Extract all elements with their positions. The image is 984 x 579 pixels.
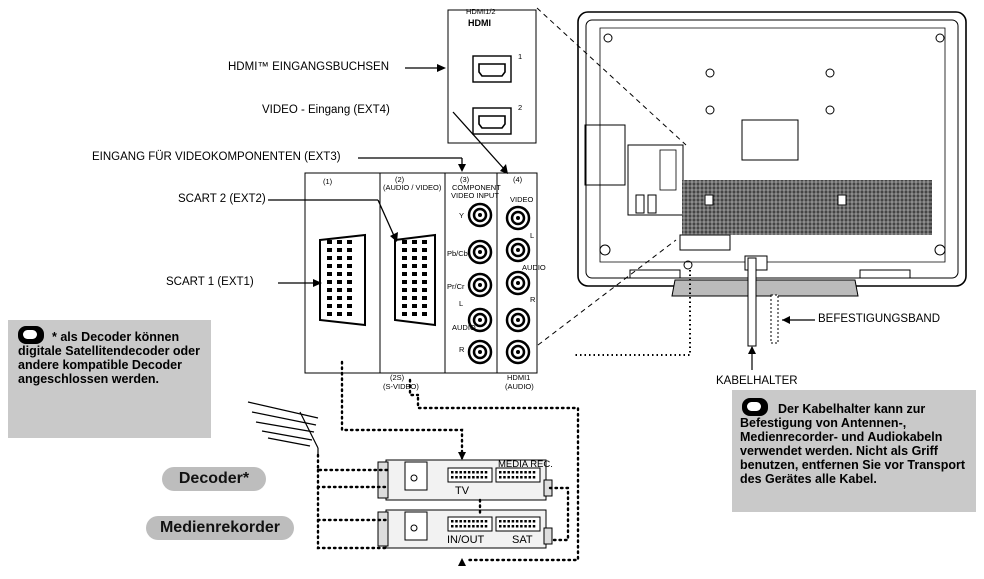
dotted-cables xyxy=(316,360,580,562)
port2-sub: (AUDIO / VIDEO) xyxy=(383,183,442,192)
cable-to-holder xyxy=(575,270,691,356)
cable-holder-note-text: Der Kabelhalter kann zur Befestigung von… xyxy=(740,402,966,486)
vent-grid xyxy=(682,180,932,235)
cable-holder xyxy=(747,257,815,370)
box1-media: MEDIA REC. xyxy=(498,459,553,470)
scart2-label: SCART 2 (EXT2) xyxy=(178,193,266,205)
r-label: R xyxy=(459,345,465,354)
leader-lines xyxy=(268,67,506,284)
pb-label: Pb/Cb xyxy=(447,249,468,258)
port1-label: (1) xyxy=(323,177,333,186)
antenna-icon xyxy=(247,401,319,455)
audio-label: AUDIO xyxy=(452,323,476,332)
component-input-label: EINGANG FÜR VIDEOKOMPONENTEN (EXT3) xyxy=(92,151,341,163)
video-label: VIDEO xyxy=(510,195,534,204)
recorder-box: IN/OUT SAT xyxy=(377,509,553,549)
port3-sub2: VIDEO INPUT xyxy=(451,191,499,200)
s-video-label2: (S-VIDEO) xyxy=(383,382,419,391)
hdmi-header: HDMI1/2 xyxy=(466,7,496,16)
hand-icon xyxy=(18,326,44,344)
decoder-pill: Decoder* xyxy=(162,467,266,491)
decoder-note-text: * als Decoder können digitale Satelliten… xyxy=(18,330,200,386)
hdmi-inputs-label: HDMI™ EINGANGSBUCHSEN xyxy=(228,61,390,73)
cable-holder-label: KABELHALTER xyxy=(716,375,798,387)
hdmi-port2-label: 2 xyxy=(518,103,522,112)
hdmi1-audio-label2: (AUDIO) xyxy=(505,382,534,391)
y-label: Y xyxy=(459,211,464,220)
video-input-label: VIDEO - Eingang (EXT4) xyxy=(262,104,390,116)
hdmi1-audio-label1: HDMI1 xyxy=(507,373,530,382)
box2-sat: SAT xyxy=(512,534,533,546)
hdmi-port1-label: 1 xyxy=(518,52,522,61)
scart1-label: SCART 1 (EXT1) xyxy=(166,276,254,288)
l-label-2: L xyxy=(530,231,534,240)
decoder-note: * als Decoder können digitale Satelliten… xyxy=(8,320,211,438)
r-label-2: R xyxy=(530,295,536,304)
hdmi-logo: HDMI xyxy=(468,18,491,28)
tv-back xyxy=(577,11,967,297)
l-label: L xyxy=(459,299,463,308)
hand-icon xyxy=(742,398,768,416)
decoder-box: TV MEDIA REC. xyxy=(377,459,553,501)
pr-label: Pr/Cr xyxy=(447,282,465,291)
port2-label: (2) xyxy=(395,175,405,184)
connector-panel: (1) (2) (AUDIO / VIDEO) (3) COMPONENT VI… xyxy=(304,172,546,391)
port3-sub1: COMPONENT xyxy=(452,183,501,192)
audio-label-2: AUDIO xyxy=(522,263,546,272)
media-recorder-pill: Medienrekorder xyxy=(146,516,294,540)
port4-label: (4) xyxy=(513,175,523,184)
cable-holder-note: Der Kabelhalter kann zur Befestigung von… xyxy=(732,390,976,512)
hdmi-panel: HDMI1/2 HDMI 1 2 xyxy=(447,7,537,144)
fastening-band-label: BEFESTIGUNGSBAND xyxy=(818,313,941,325)
port3-label: (3) xyxy=(460,175,470,184)
box2-inout: IN/OUT xyxy=(447,534,485,546)
box1-tv: TV xyxy=(455,485,470,497)
s-video-label1: (2S) xyxy=(390,373,405,382)
